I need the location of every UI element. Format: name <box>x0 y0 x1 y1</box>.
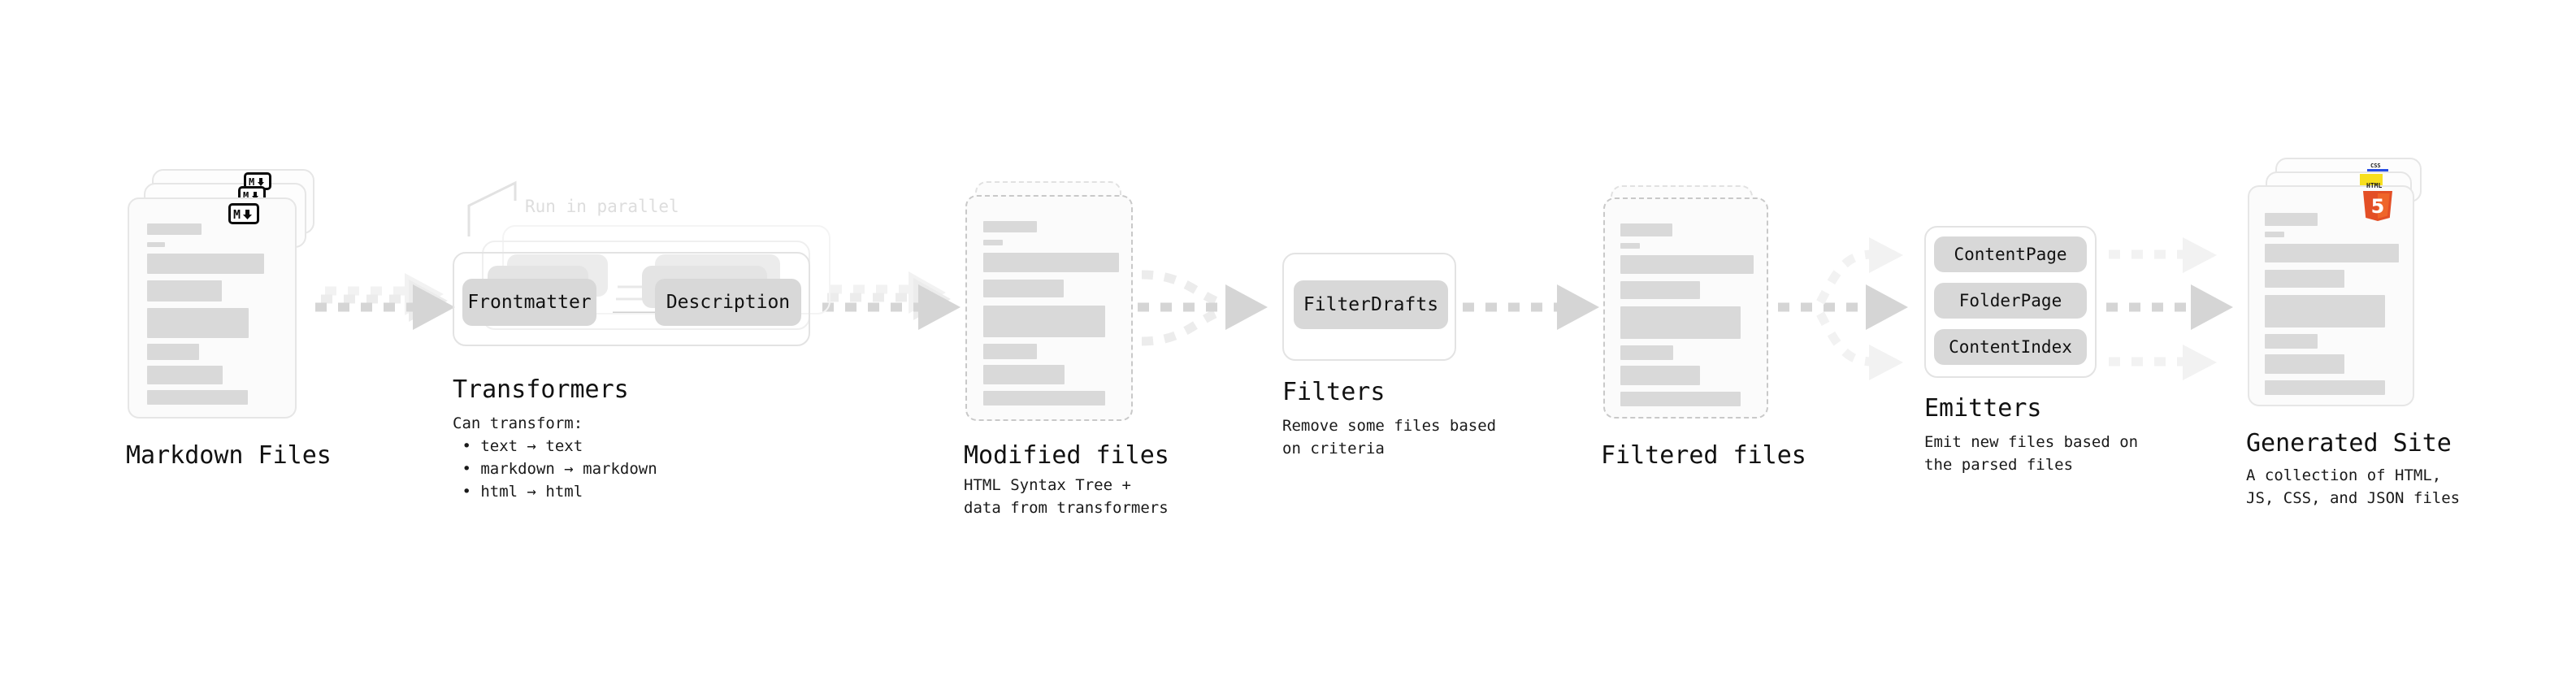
html5-badge: HTML 5 <box>2360 180 2396 224</box>
transformer-group-front <box>453 252 810 346</box>
transformer-node-frontmatter[interactable]: Frontmatter <box>462 279 596 326</box>
svg-text:M: M <box>233 208 241 220</box>
arrow-emitters-to-site <box>2106 237 2233 380</box>
markdown-glyph-back-2: M <box>249 176 264 187</box>
html5-badge-glyph: HTML 5 <box>2363 182 2392 221</box>
skeleton-bar <box>2265 334 2318 349</box>
skeleton-bar <box>1620 243 1640 249</box>
filtered-file-front <box>1603 197 1768 419</box>
modified-files-caption: HTML Syntax Tree + data from transformer… <box>964 476 1169 517</box>
markdown-badge-front: M <box>228 203 259 224</box>
arrow-filters-to-filtered <box>1463 284 1599 330</box>
html5-badge-digit: 5 <box>2371 195 2385 218</box>
skeleton-bar <box>983 365 1065 384</box>
skeleton-bar <box>147 308 249 338</box>
markdown-file-front <box>128 197 297 419</box>
skeleton-bar <box>983 221 1037 232</box>
css-badge-glyph: CSS <box>2367 163 2388 172</box>
css-badge: CSS <box>2367 160 2388 172</box>
skeleton-bar <box>2265 213 2318 226</box>
generated-file-front-html <box>2248 185 2414 406</box>
emitter-node-contentpage[interactable]: ContentPage <box>1934 236 2087 272</box>
skeleton-bar <box>983 391 1105 406</box>
svg-text:M: M <box>249 176 254 187</box>
modified-file-front <box>965 195 1133 421</box>
markdown-files-title: Markdown Files <box>126 441 332 470</box>
emitter-node-folderpage[interactable]: FolderPage <box>1934 283 2087 319</box>
modified-files-title: Modified files <box>964 441 1169 470</box>
skeleton-bar <box>983 280 1064 297</box>
skeleton-bar <box>147 390 248 405</box>
skeleton-bar <box>1620 255 1754 274</box>
arrow-markdown-to-transformers <box>315 273 455 330</box>
generated-site-caption: A collection of HTML, JS, CSS, and JSON … <box>2246 466 2461 507</box>
js-badge <box>2360 174 2383 189</box>
html5-badge-label: HTML <box>2366 182 2382 189</box>
skeleton-bar <box>147 223 202 235</box>
skeleton-bar <box>147 280 222 301</box>
skeleton-bar <box>147 366 223 384</box>
filters-caption: Remove some files based on criteria <box>1282 417 1497 458</box>
skeleton-bar <box>983 240 1003 245</box>
arrow-filtered-to-emitters <box>1778 237 1908 380</box>
skeleton-bar <box>2265 244 2399 262</box>
skeleton-bar <box>983 306 1105 337</box>
skeleton-bar <box>1620 306 1741 339</box>
svg-text:CSS: CSS <box>2370 163 2381 169</box>
emitters-title: Emitters <box>1924 394 2042 423</box>
filter-node-filterdrafts[interactable]: FilterDrafts <box>1294 280 1448 329</box>
skeleton-bar <box>1620 345 1673 360</box>
skeleton-bar <box>147 254 264 274</box>
skeleton-bar <box>1620 392 1741 406</box>
transformers-title: Transformers <box>453 375 629 404</box>
svg-text:M: M <box>243 190 249 201</box>
skeleton-bar <box>983 344 1037 359</box>
emitter-node-contentindex[interactable]: ContentIndex <box>1934 329 2087 365</box>
skeleton-bar <box>2265 354 2344 374</box>
filtered-files-title: Filtered files <box>1601 441 1806 470</box>
skeleton-bar <box>147 344 199 360</box>
transformers-caption: Can transform: • text → text • markdown … <box>453 414 657 501</box>
run-in-parallel-label: Run in parallel <box>525 197 679 216</box>
skeleton-bar <box>1620 281 1700 299</box>
arrow-transformers-to-modified <box>822 271 961 330</box>
transformer-node-description[interactable]: Description <box>655 279 801 326</box>
skeleton-bar <box>1620 223 1672 236</box>
skeleton-bar <box>2265 295 2385 327</box>
skeleton-bar <box>2265 270 2344 288</box>
generated-site-title: Generated Site <box>2246 429 2452 458</box>
arrow-modified-to-filters <box>1138 270 1268 346</box>
emitters-caption: Emit new files based on the parsed files <box>1924 433 2139 474</box>
filters-title: Filters <box>1282 378 1386 406</box>
markdown-glyph-front: M <box>233 208 252 220</box>
skeleton-bar <box>147 242 165 247</box>
skeleton-bar <box>2265 232 2284 237</box>
skeleton-bar <box>1620 366 1700 385</box>
skeleton-bar <box>2265 380 2385 395</box>
skeleton-bar <box>983 253 1119 272</box>
